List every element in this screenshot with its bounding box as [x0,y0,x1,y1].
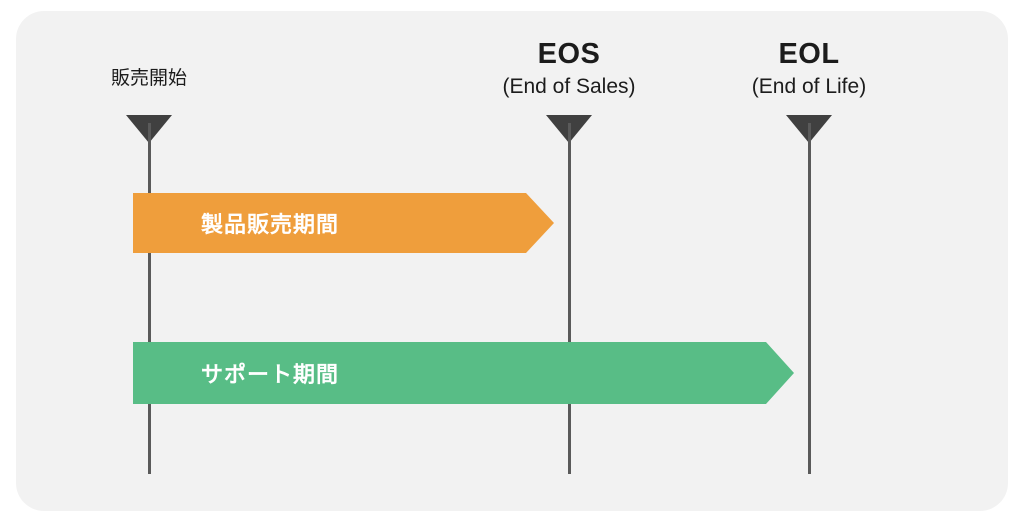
milestone-eos-abbr: EOS [537,38,601,70]
timeline-stage: 販売開始 EOS (End of Sales) EOL (End of Life… [16,11,1008,511]
lifecycle-diagram-panel: 販売開始 EOS (End of Sales) EOL (End of Life… [16,11,1008,511]
milestone-eol-line [807,123,811,474]
milestone-sales-start-line [147,123,151,474]
period-bar-sales: 製品販売期間 [133,193,554,253]
milestone-eos-full: (End of Sales) [502,75,636,99]
period-bar-sales-label: 製品販売期間 [201,212,340,237]
milestone-eol-abbr: EOL [778,38,840,70]
period-bar-support: サポート期間 [133,342,794,404]
milestone-eol-full: (End of Life) [751,75,867,99]
milestone-eos-caption: EOS (End of Sales) [409,37,729,100]
milestone-sales-start-label: 販売開始 [110,68,187,89]
period-bar-support-label: サポート期間 [201,362,340,387]
milestone-eos-line [567,123,571,474]
milestone-eol-caption: EOL (End of Life) [649,37,969,100]
